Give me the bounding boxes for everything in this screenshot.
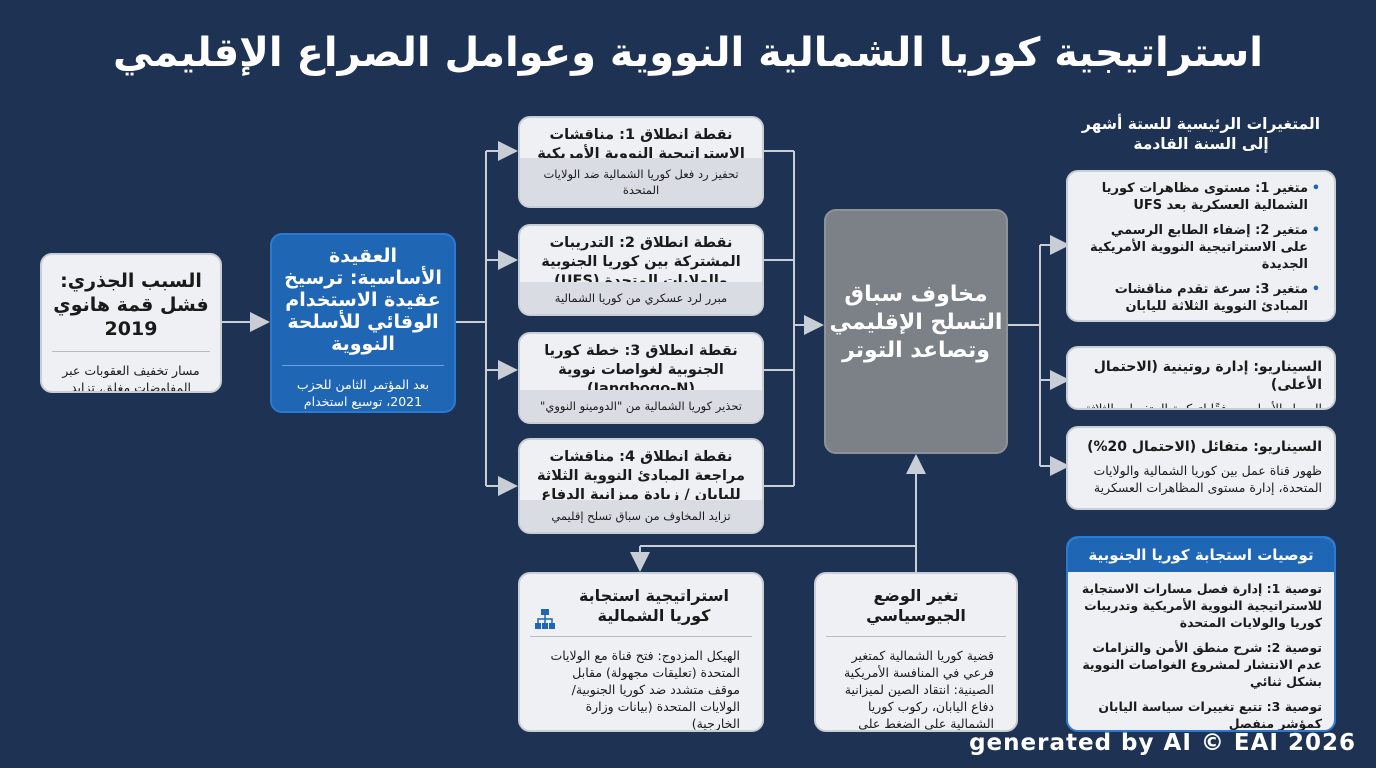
trigger-box-4: نقطة انطلاق 4: مناقشات مراجعة المبادئ ال… [518,438,764,534]
recommendation-item: توصية 1: إدارة فصل مسارات الاستجابة للاس… [1081,581,1322,630]
variables-box: متغير 1: مستوى مظاهرات كوريا الشمالية ال… [1066,170,1336,322]
trigger-box-2: نقطة انطلاق 2: التدريبات المشتركة بين كو… [518,224,764,316]
scenario-routine-box: السيناريو: إدارة روتينية (الاحتمال الأعل… [1066,346,1336,410]
scenario-heading: السيناريو: إدارة روتينية (الاحتمال الأعل… [1093,359,1322,393]
nk-response-heading: استراتيجية استجابة كوريا الشمالية [578,586,730,625]
trigger-detail: تحذير كوريا الشمالية من "الدومينو النووي… [520,390,762,422]
recommendations-title: توصيات استجابة كوريا الجنوبية [1068,538,1334,572]
recommendation-item: توصية 2: شرح منطق الأمن والتزامات عدم ال… [1082,640,1322,689]
root-cause-heading: السبب الجذري: فشل قمة هانوي 2019 [53,270,209,340]
trigger-box-1: نقطة انطلاق 1: مناقشات الاستراتيجية النو… [518,116,764,208]
central-concern-label: مخاوف سباق التسلح الإقليمي وتصاعد التوتر [829,282,1003,363]
scenario-heading: السيناريو: متفائل (الاحتمال 20%) [1087,439,1322,455]
scenario-detail: المسار الأساسي وفقًا لتركيبة المتغيرات ا… [1085,401,1322,410]
root-cause-detail: مسار تخفيف العقوبات عبر المفاوضات مغلق، … [52,351,210,391]
variable-item: متغير 3: سرعة تقدم مناقشات المبادئ النوو… [1082,281,1320,315]
nk-response-detail: الهيكل المزدوج: فتح قناة مع الولايات الم… [530,636,752,730]
org-chart-icon [535,609,555,629]
root-cause-box: السبب الجذري: فشل قمة هانوي 2019 مسار تخ… [40,253,222,393]
core-doctrine-detail: بعد المؤتمر الثامن للحزب 2021، توسيع است… [282,365,444,411]
scenario-detail: ظهور قناة عمل بين كوريا الشمالية والولاي… [1093,463,1322,495]
trigger-detail: مبرر لرد عسكري من كوريا الشمالية [520,282,762,314]
trigger-box-3: نقطة انطلاق 3: خطة كوريا الجنوبية لغواصا… [518,332,764,424]
nk-response-box: استراتيجية استجابة كوريا الشمالية الهيكل… [518,572,764,732]
geopolitics-box: تغير الوضع الجيوسياسي قضية كوريا الشمالي… [814,572,1018,732]
trigger-detail: تزايد المخاوف من سباق تسلح إقليمي [520,500,762,532]
geopolitics-detail: قضية كوريا الشمالية كمتغير فرعي في المنا… [826,636,1006,730]
recommendations-box: توصيات استجابة كوريا الجنوبية توصية 1: إ… [1066,536,1336,732]
central-concern-box: مخاوف سباق التسلح الإقليمي وتصاعد التوتر [824,209,1008,454]
watermark: generated by AI © EAI 2026 [969,730,1356,756]
trigger-heading: نقطة انطلاق 4: مناقشات مراجعة المبادئ ال… [536,449,746,503]
page-title: استراتيجية كوريا الشمالية النووية وعوامل… [113,30,1263,76]
geopolitics-heading: تغير الوضع الجيوسياسي [866,586,966,625]
core-doctrine-box: العقيدة الأساسية: ترسيخ عقيدة الاستخدام … [270,233,456,413]
variable-item: متغير 2: إضفاء الطابع الرسمي على الاسترا… [1082,222,1320,273]
scenario-optimistic-box: السيناريو: متفائل (الاحتمال 20%) ظهور قن… [1066,426,1336,510]
core-doctrine-heading: العقيدة الأساسية: ترسيخ عقيدة الاستخدام … [284,245,442,355]
trigger-detail: تحفيز رد فعل كوريا الشمالية ضد الولايات … [520,158,762,206]
variables-title: المتغيرات الرئيسية للستة أشهر إلى السنة … [1081,115,1321,153]
variable-item: متغير 1: مستوى مظاهرات كوريا الشمالية ال… [1082,180,1320,214]
recommendation-item: توصية 3: تتبع تغييرات سياسة اليابان كمؤش… [1098,699,1322,731]
